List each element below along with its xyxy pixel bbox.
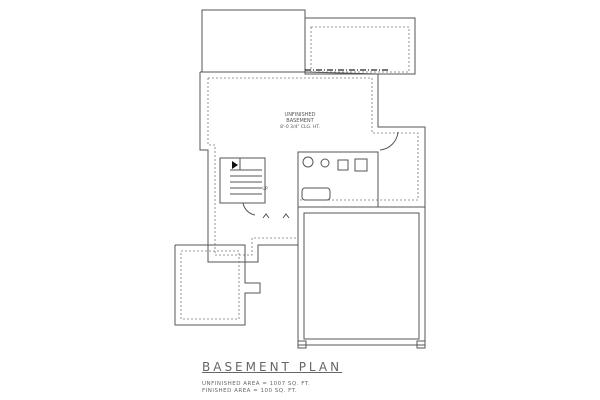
unfinished-area-text: UNFINISHED AREA = 1007 SQ. FT. [202,381,311,387]
finished-area-text: FINISHED AREA = 100 SQ. FT. [202,388,298,394]
garage [297,206,426,349]
top-left-projection [201,9,306,73]
mechanical-room [297,131,399,208]
stair-arrow-icon [232,161,238,169]
rear-porch [174,244,261,326]
top-right-room [304,17,416,75]
ceiling-height-label: 8'-0 3/4" CLG. HT. [280,124,320,130]
room-label-line1: UNFINISHED [285,112,316,118]
stairs [219,157,290,219]
room-label-line2: BASEMENT [286,118,314,124]
plan-title: BASEMENT PLAN [202,360,343,374]
stair-up-label: UP [262,186,268,191]
